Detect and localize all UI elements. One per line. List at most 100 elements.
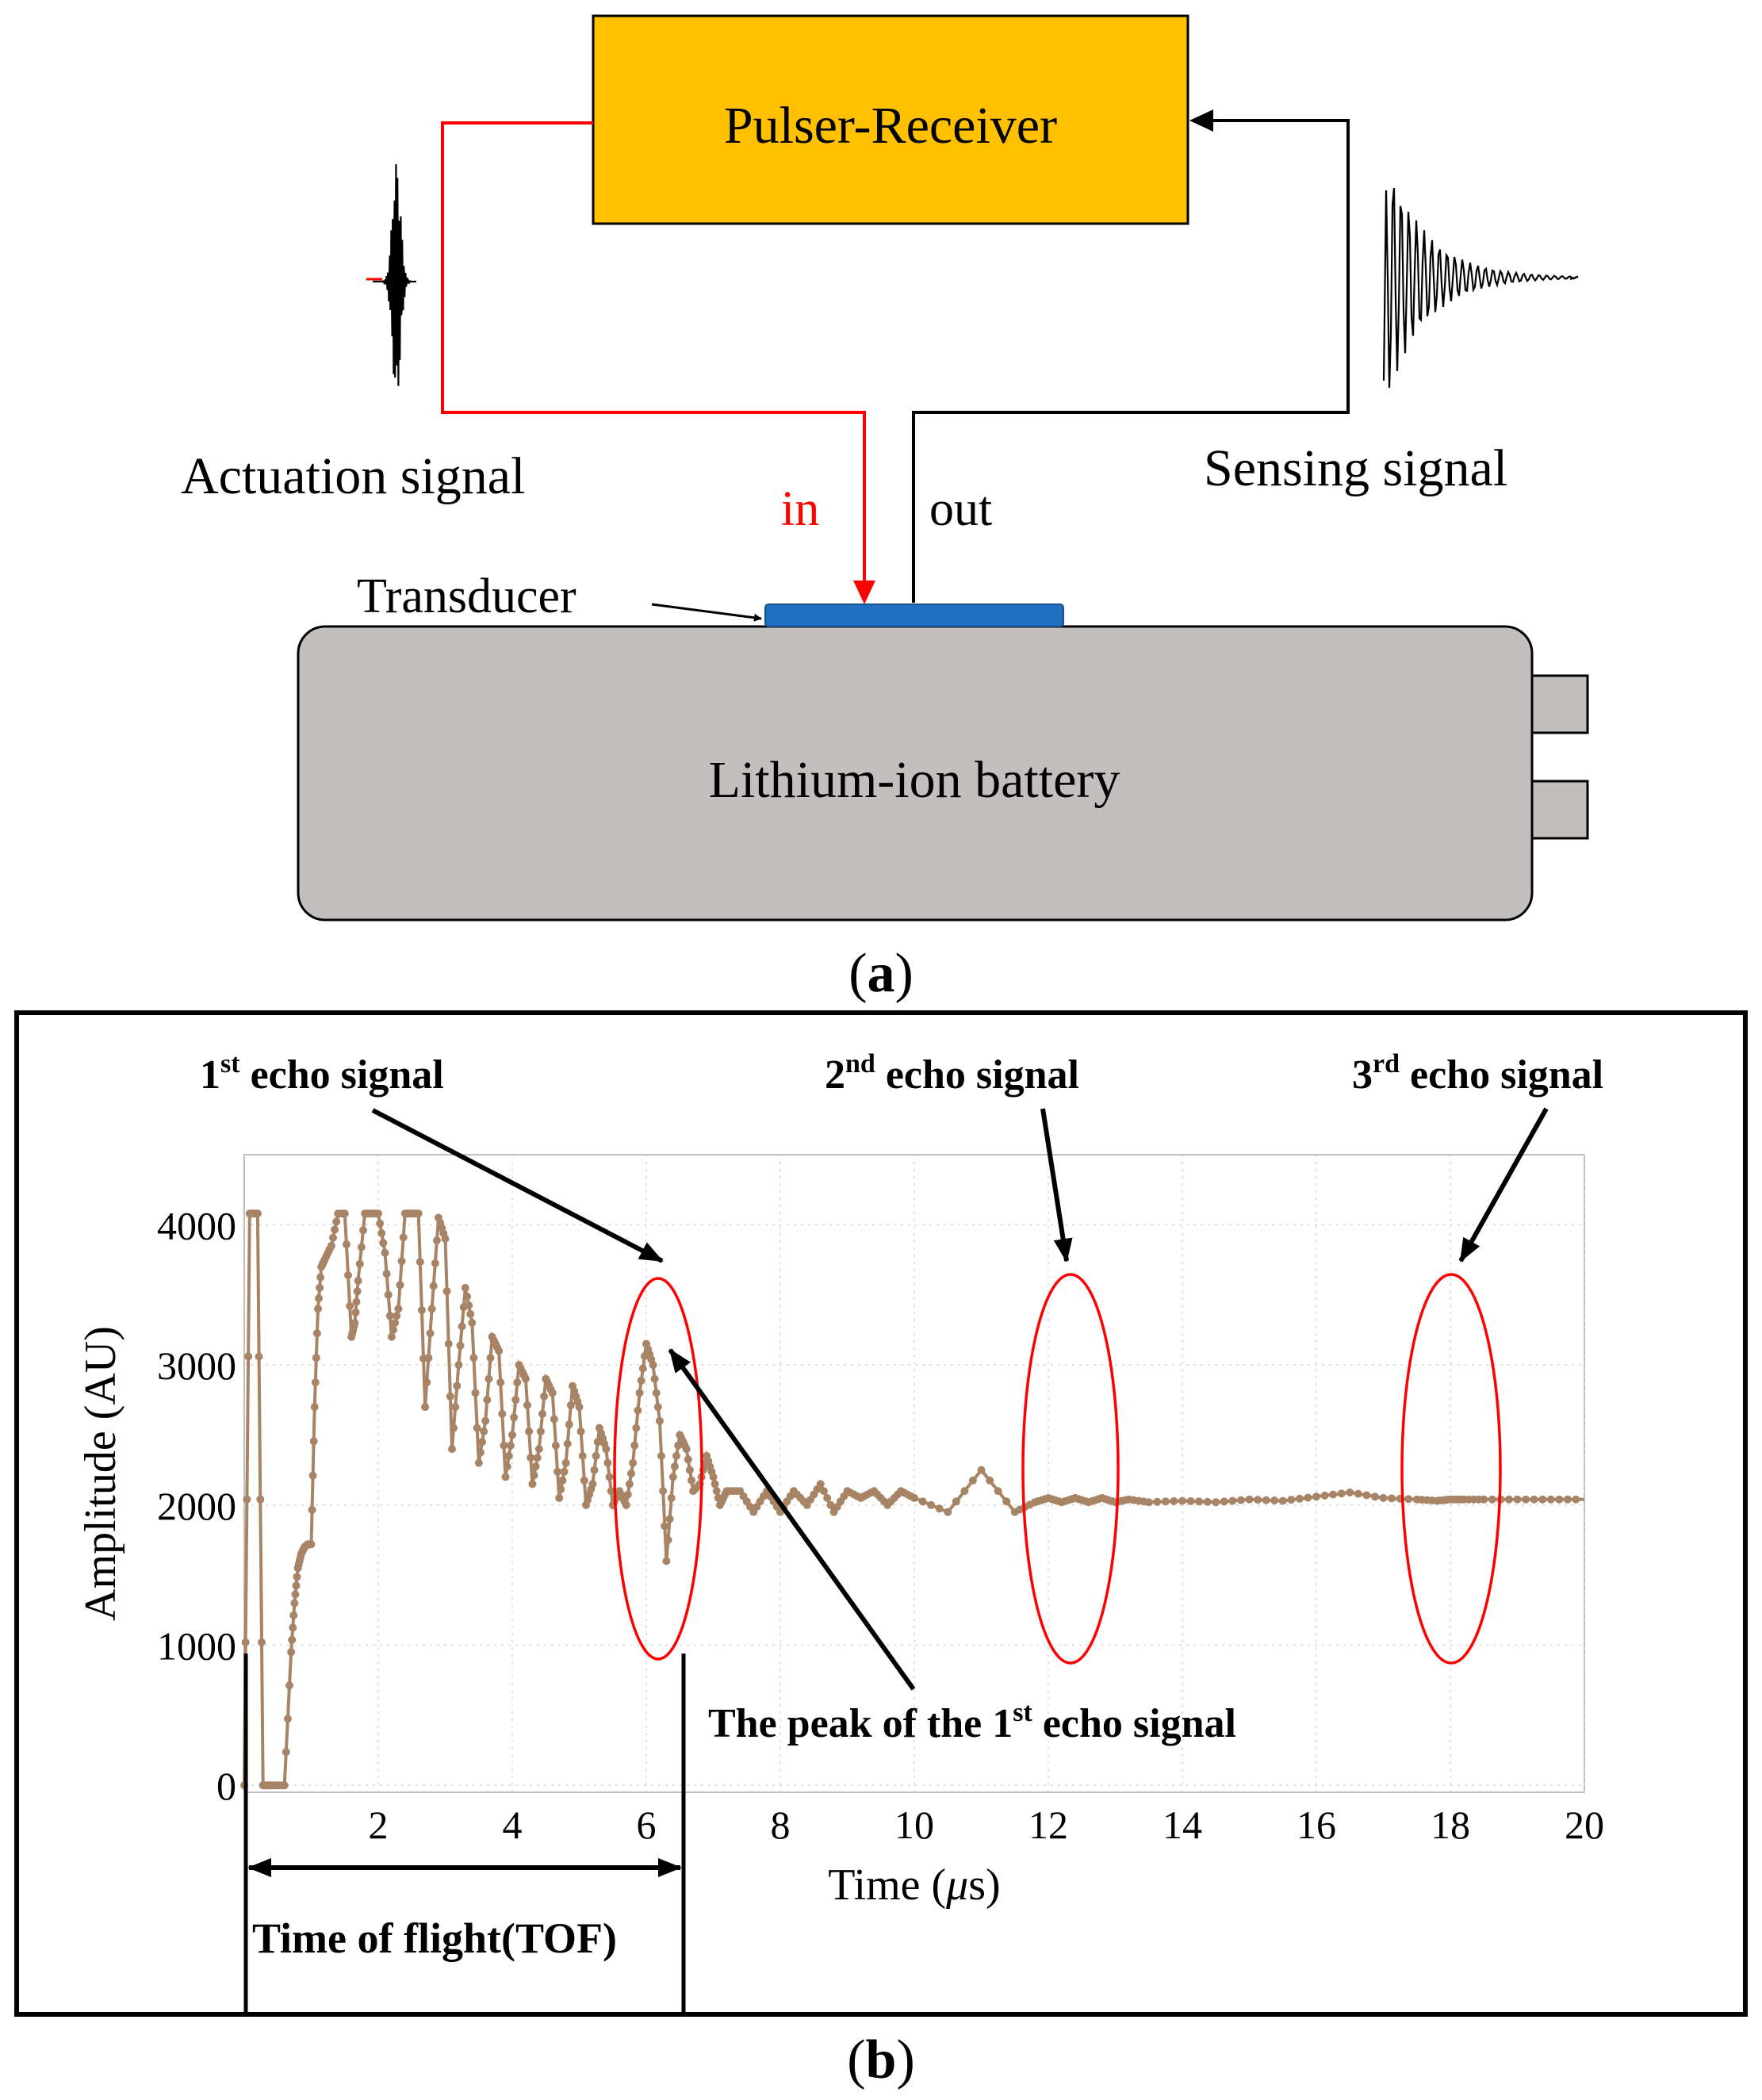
trace-marker: [653, 1403, 662, 1412]
trace-marker: [244, 1352, 253, 1361]
trace-marker: [1513, 1495, 1522, 1504]
trace-marker: [652, 1389, 661, 1397]
trace-marker: [1504, 1495, 1513, 1504]
trace-marker: [602, 1445, 611, 1454]
trace-marker: [511, 1396, 520, 1404]
trace-marker: [1270, 1496, 1279, 1504]
trace-marker: [423, 1378, 431, 1387]
trace-marker: [1304, 1493, 1312, 1502]
trace-marker: [531, 1462, 540, 1471]
trace-marker: [668, 1473, 677, 1481]
trace-marker: [649, 1361, 657, 1370]
trace-marker: [474, 1458, 483, 1467]
trace-marker: [453, 1381, 462, 1390]
x-tick-label: 12: [1028, 1803, 1068, 1847]
trace-marker: [944, 1508, 952, 1516]
trace-marker: [282, 1748, 290, 1757]
trace-marker: [563, 1439, 572, 1448]
trace-marker: [255, 1352, 263, 1361]
trace-marker: [555, 1493, 564, 1502]
out-wire: [912, 119, 1350, 603]
trace-marker: [1337, 1489, 1346, 1498]
trace-marker: [565, 1420, 573, 1429]
trace-marker: [329, 1233, 337, 1242]
trace-marker: [478, 1438, 486, 1447]
trace-marker: [927, 1500, 936, 1509]
trace-marker: [504, 1451, 513, 1460]
trace-marker: [605, 1473, 614, 1481]
trace-marker: [627, 1470, 635, 1477]
trace-marker: [450, 1424, 458, 1432]
trace-marker: [510, 1413, 519, 1422]
trace-marker: [685, 1466, 694, 1474]
x-tick-label: 18: [1431, 1803, 1470, 1847]
trace-marker: [316, 1273, 325, 1282]
trace-marker: [1228, 1496, 1237, 1505]
trace-marker: [468, 1319, 477, 1327]
trace-marker: [350, 1319, 359, 1327]
trace-marker: [672, 1451, 680, 1460]
trace-marker: [311, 1378, 320, 1387]
actuation-signal-label: Actuation signal: [181, 447, 525, 505]
trace-marker: [377, 1229, 386, 1237]
trace-marker: [503, 1462, 511, 1471]
transducer-label: Transducer: [357, 569, 576, 623]
trace-markers: [240, 1209, 1580, 1790]
trace-marker: [1530, 1495, 1538, 1504]
trace-marker: [442, 1287, 451, 1296]
trace-marker: [525, 1427, 534, 1435]
x-tick-label: 16: [1297, 1803, 1336, 1847]
trace-marker: [397, 1257, 406, 1266]
trace-marker: [1220, 1497, 1228, 1506]
trace-marker: [558, 1476, 567, 1485]
trace-marker: [327, 1241, 335, 1250]
trace-marker: [508, 1431, 516, 1439]
trace-marker: [634, 1406, 642, 1415]
trace-marker: [354, 1277, 362, 1285]
trace-marker: [527, 1454, 535, 1462]
trace-marker: [1178, 1496, 1186, 1505]
trace-marker: [533, 1454, 542, 1462]
battery-terminal-top: [1529, 674, 1589, 734]
trace-marker: [513, 1378, 522, 1387]
trace-marker: [550, 1415, 558, 1424]
pulser-receiver-label: Pulser-Receiver: [724, 97, 1057, 155]
transducer: [764, 604, 1064, 627]
trace-marker: [1354, 1489, 1362, 1498]
caption-b: (b): [847, 2029, 915, 2090]
y-axis-label: Amplitude (AU): [76, 1326, 125, 1621]
sensing-signal-label: Sensing signal: [1204, 439, 1507, 497]
trace-marker: [463, 1292, 471, 1301]
trace-marker: [826, 1500, 835, 1509]
panel-a: Pulser-Receiver Actuation signal Sensing…: [181, 14, 1589, 1004]
battery-terminal-bottom: [1529, 780, 1589, 840]
trace-marker: [590, 1466, 599, 1474]
peak-arrow: [668, 1348, 916, 1691]
echo-3-arrow: [1458, 1107, 1549, 1263]
trace-marker: [431, 1259, 439, 1267]
echo-3-label: 3rd echo signal: [1352, 1049, 1603, 1098]
y-tick-label: 2000: [157, 1484, 236, 1528]
trace-marker: [977, 1466, 986, 1474]
trace-marker: [241, 1638, 250, 1646]
trace-marker: [461, 1283, 469, 1292]
trace-marker: [385, 1312, 394, 1320]
trace-marker: [1245, 1495, 1254, 1504]
trace-marker: [389, 1325, 397, 1334]
trace-marker: [289, 1623, 297, 1632]
trace-marker: [952, 1497, 960, 1506]
trace-marker: [1555, 1495, 1564, 1504]
trace-marker: [960, 1487, 969, 1496]
trace-marker: [1522, 1495, 1530, 1504]
actuation-waveform: [366, 164, 417, 386]
trace-marker: [387, 1332, 396, 1341]
trace-marker: [288, 1635, 297, 1644]
trace-marker: [534, 1445, 543, 1454]
trace-marker: [480, 1427, 488, 1435]
trace-marker: [1370, 1493, 1379, 1501]
trace-marker: [454, 1361, 463, 1370]
trace-marker: [316, 1283, 324, 1292]
trace-marker: [346, 1301, 354, 1310]
trace-marker: [659, 1487, 668, 1496]
trace-marker: [1346, 1488, 1354, 1496]
